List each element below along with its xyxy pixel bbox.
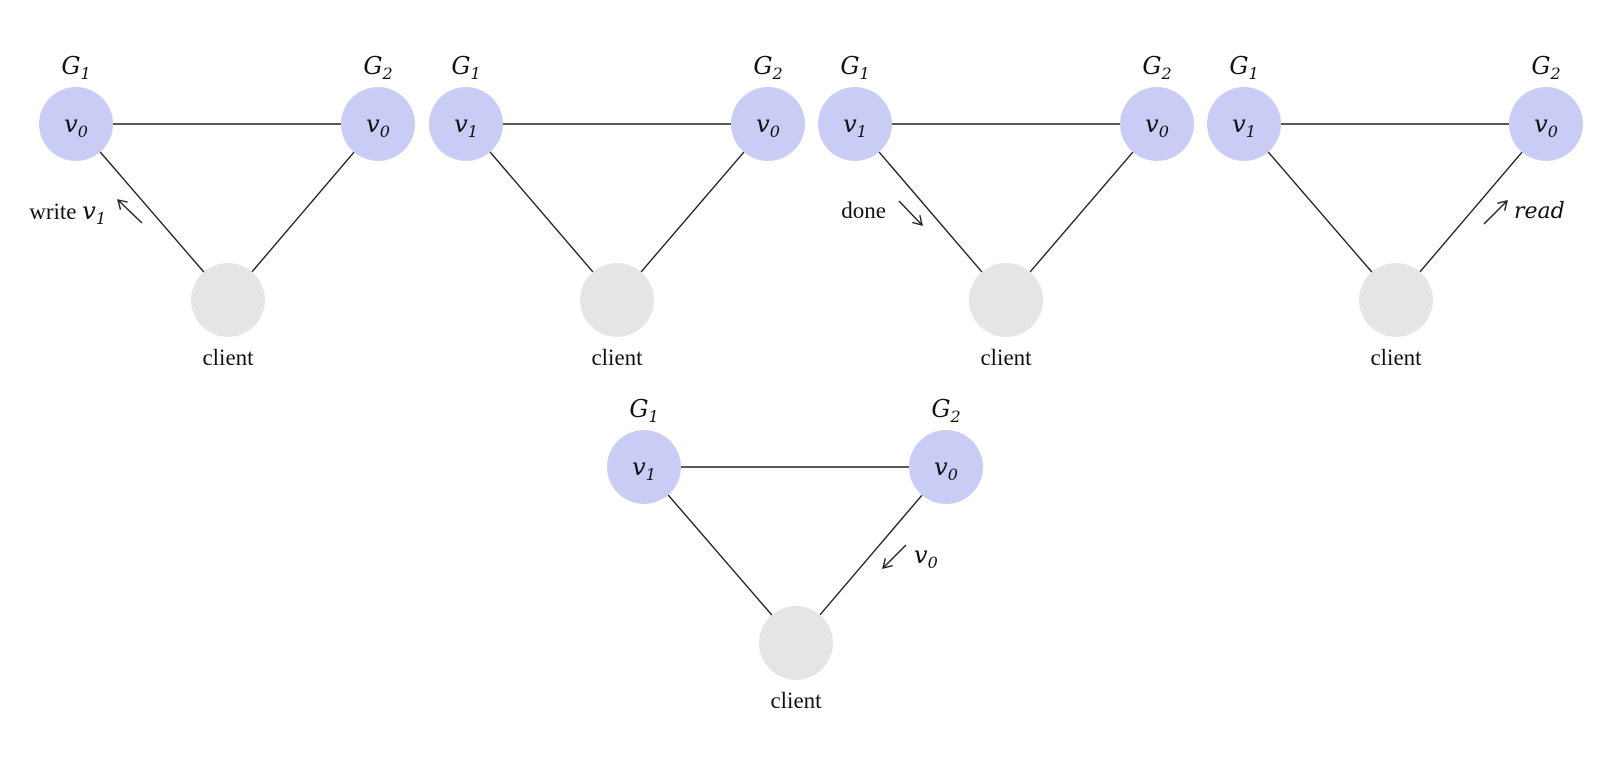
group-label-g2: G2 <box>1142 52 1171 83</box>
edge-annotation: write v1 <box>29 197 143 228</box>
server-node-g2 <box>909 430 983 504</box>
client-label: client <box>770 688 822 713</box>
edge-g2-client <box>640 151 745 273</box>
server-node-g1 <box>1207 87 1281 161</box>
arrow-shaft <box>117 199 143 224</box>
edge-g1-client <box>99 151 205 273</box>
group-label-g1: G1 <box>451 52 480 83</box>
edge-g2-client <box>819 494 923 616</box>
edge-annotation: v0 <box>882 541 938 572</box>
client-node <box>969 263 1043 337</box>
group-label-g1: G1 <box>629 395 658 426</box>
group-label-g2: G2 <box>363 52 392 83</box>
edge-g2-client <box>1029 151 1134 273</box>
edge-g2-client <box>1419 151 1523 273</box>
server-node-g1 <box>39 87 113 161</box>
group-label-g1: G1 <box>840 52 869 83</box>
arrow-shaft <box>1483 200 1508 225</box>
server-value-g1: v1 <box>454 110 478 141</box>
group-label-g2: G2 <box>1531 52 1560 83</box>
server-value-g2: v0 <box>1534 110 1558 141</box>
annotation-text: v0 <box>914 541 938 572</box>
server-node-g2 <box>1509 87 1583 161</box>
client-node <box>759 606 833 680</box>
server-value-g1: v0 <box>64 110 88 141</box>
server-value-g1: v1 <box>1232 110 1256 141</box>
arrow-head <box>1497 200 1508 211</box>
edge-g1-client <box>489 151 594 273</box>
client-label: client <box>202 345 254 370</box>
panel-5: v1 G1 v0 G2 client v0 <box>607 395 983 713</box>
server-value-g1: v1 <box>843 110 867 141</box>
server-value-g2: v0 <box>756 110 780 141</box>
client-node <box>1359 263 1433 337</box>
server-value-g1: v1 <box>632 453 656 484</box>
edge-g2-client <box>251 151 355 273</box>
server-node-g1 <box>818 87 892 161</box>
panel-1: v0 G1 v0 G2 client write v1 <box>29 52 415 370</box>
client-label: client <box>591 345 643 370</box>
server-node-g2 <box>1120 87 1194 161</box>
arrow-head <box>117 199 128 210</box>
panel-2: v1 G1 v0 G2 client <box>429 52 805 370</box>
server-node-g2 <box>341 87 415 161</box>
panel-3: v1 G1 v0 G2 client done <box>818 52 1194 370</box>
annotation-text: read <box>1514 199 1565 224</box>
client-node <box>191 263 265 337</box>
annotation-text: done <box>841 198 886 223</box>
server-value-g2: v0 <box>934 453 958 484</box>
client-label: client <box>980 345 1032 370</box>
server-value-g2: v0 <box>366 110 390 141</box>
arrow-head <box>912 215 923 226</box>
edge-annotation: done <box>841 198 923 226</box>
arrow-shaft <box>882 544 907 569</box>
client-node <box>580 263 654 337</box>
annotation-text: write v1 <box>29 197 106 228</box>
arrow-shaft <box>898 200 923 226</box>
edge-annotation: read <box>1483 199 1565 225</box>
arrow-head <box>882 558 893 569</box>
edge-g1-client <box>667 494 773 616</box>
edge-g1-client <box>878 151 983 273</box>
group-label-g2: G2 <box>931 395 960 426</box>
group-label-g1: G1 <box>61 52 90 83</box>
server-node-g2 <box>731 87 805 161</box>
server-node-g1 <box>607 430 681 504</box>
panel-4: v1 G1 v0 G2 client read <box>1207 52 1583 370</box>
edge-g1-client <box>1267 151 1373 273</box>
group-label-g2: G2 <box>753 52 782 83</box>
server-value-g2: v0 <box>1145 110 1169 141</box>
client-label: client <box>1370 345 1422 370</box>
group-label-g1: G1 <box>1229 52 1258 83</box>
server-node-g1 <box>429 87 503 161</box>
